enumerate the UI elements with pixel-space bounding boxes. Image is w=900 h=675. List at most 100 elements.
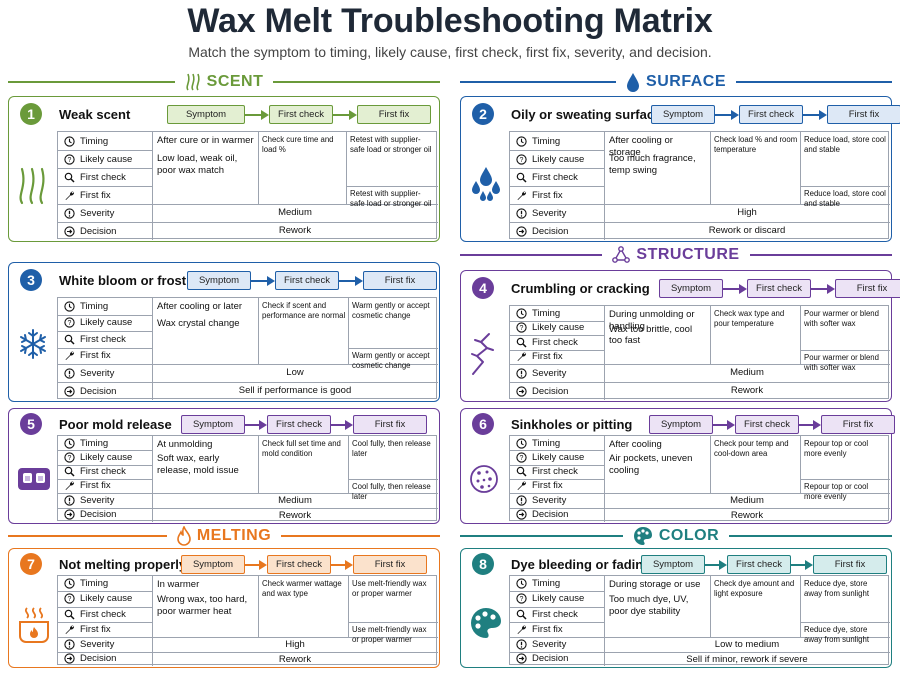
alert-icon xyxy=(516,495,527,506)
category-scent: SCENT xyxy=(8,72,441,92)
row-label-text: Timing xyxy=(80,437,109,449)
category-color-label: COLOR xyxy=(658,527,720,544)
flow-symptom-pill: Symptom xyxy=(187,271,251,290)
timing-value: During unmolding or handling xyxy=(609,309,695,332)
row-label-text: Decision xyxy=(532,385,569,397)
severity-value: Medium xyxy=(730,367,764,378)
alert-icon xyxy=(64,495,75,506)
row-label-text: Decision xyxy=(532,653,569,665)
droplets-icon xyxy=(469,165,503,206)
decision-value: Rework or discard xyxy=(708,225,786,236)
first-fix-value-b: Cool fully, then release later xyxy=(352,481,431,501)
wrench-icon xyxy=(517,625,527,634)
flow-fix-pill: First fix xyxy=(353,555,427,574)
first-check-value: Check if scent and performance are norma… xyxy=(262,301,346,321)
timing-value: At unmolding xyxy=(157,439,213,450)
flow-check-pill: First check xyxy=(269,105,333,124)
flow-fix-pill: First fix xyxy=(363,271,437,290)
question-icon: ? xyxy=(516,593,527,605)
row-label-text: Likely cause xyxy=(532,593,585,605)
row-label-timing: Timing xyxy=(516,576,560,591)
snow-icon xyxy=(17,328,49,365)
magnifier-icon xyxy=(64,609,75,620)
issue-title: Not melting properly xyxy=(59,557,187,572)
row-label-text: Timing xyxy=(532,307,561,319)
row-label-severity: Severity xyxy=(64,364,114,382)
clock-icon xyxy=(64,437,75,449)
row-label-fix: First fix xyxy=(64,186,111,204)
flow-arrow xyxy=(251,275,275,286)
severity-value: Medium xyxy=(278,207,312,218)
decision-value: Rework xyxy=(730,509,764,521)
svg-text:?: ? xyxy=(520,157,524,164)
row-label-decision: Decision xyxy=(64,382,116,400)
arrow-circle-icon xyxy=(64,653,75,664)
row-label-cause: ?Likely cause xyxy=(516,150,584,168)
row-label-check: First check xyxy=(516,168,578,186)
row-label-text: First fix xyxy=(532,480,563,492)
clock-icon xyxy=(64,135,75,147)
arrow-circle-icon xyxy=(516,509,527,520)
cause-value: Wax crystal change xyxy=(157,317,240,329)
category-color: COLOR xyxy=(460,526,892,546)
timing-value: After cooling xyxy=(609,439,662,450)
category-melting: MELTING xyxy=(8,526,440,546)
category-scent-label: SCENT xyxy=(206,73,264,90)
cause-value: Soft wax, early release, mold issue xyxy=(157,453,239,477)
wrench-icon xyxy=(65,190,75,200)
issue-number-badge: 4 xyxy=(472,277,494,299)
decision-value: Rework xyxy=(730,385,764,396)
row-label-severity: Severity xyxy=(64,493,114,508)
category-surface-label: SURFACE xyxy=(646,73,726,90)
crack-icon xyxy=(469,332,495,381)
alert-icon xyxy=(516,367,527,379)
issue-title: Poor mold release xyxy=(59,417,172,432)
flow-fix-pill: First fix xyxy=(835,279,900,298)
row-label-fix: First fix xyxy=(516,350,563,365)
flow-check-pill: First check xyxy=(747,279,811,298)
severity-value: Low to medium xyxy=(714,639,780,650)
arrow-circle-icon xyxy=(516,653,527,664)
flow-symptom-pill: Symptom xyxy=(181,555,245,574)
first-fix-value-a: Use melt-friendly wax or proper warmer xyxy=(352,579,427,599)
issue-title: Oily or sweating surface xyxy=(511,107,662,122)
timing-value: In warmer xyxy=(157,579,200,590)
issue-title: White bloom or frosting xyxy=(59,273,206,288)
row-label-decision: Decision xyxy=(64,508,116,523)
paint-icon xyxy=(469,606,503,645)
page-subtitle: Match the symptom to timing, likely caus… xyxy=(188,44,712,60)
flow-arrow xyxy=(715,109,739,120)
alert-icon xyxy=(516,639,527,650)
flow-symptom-pill: Symptom xyxy=(649,415,713,434)
issue-title: Sinkholes or pitting xyxy=(511,417,633,432)
issue-number-badge: 8 xyxy=(472,553,494,575)
flow-symptom-pill: Symptom xyxy=(651,105,715,124)
first-fix-value-b: Repour top or cool more evenly xyxy=(804,481,869,501)
row-label-text: Severity xyxy=(80,367,115,379)
row-label-check: First check xyxy=(516,465,578,479)
row-label-decision: Decision xyxy=(516,652,568,667)
flow-check-pill: First check xyxy=(275,271,339,290)
clock-icon xyxy=(516,578,527,589)
row-label-timing: Timing xyxy=(516,436,560,450)
magnifier-icon xyxy=(516,337,527,348)
question-icon: ? xyxy=(516,322,527,333)
flow-symptom-pill: Symptom xyxy=(641,555,705,574)
flow-fix-pill: First fix xyxy=(821,415,895,434)
issue-title: Crumbling or cracking xyxy=(511,281,650,296)
first-fix-value-b: Reduce load, store cool and stable xyxy=(804,189,886,209)
cause-value: Too much dye, UV, poor dye stability xyxy=(609,594,689,618)
row-label-text: First fix xyxy=(532,351,563,363)
category-surface: SURFACE xyxy=(460,72,893,92)
row-label-text: Timing xyxy=(80,135,109,147)
row-label-text: First fix xyxy=(532,189,563,201)
flow-arrow xyxy=(811,283,835,294)
row-label-check: First check xyxy=(64,465,126,479)
